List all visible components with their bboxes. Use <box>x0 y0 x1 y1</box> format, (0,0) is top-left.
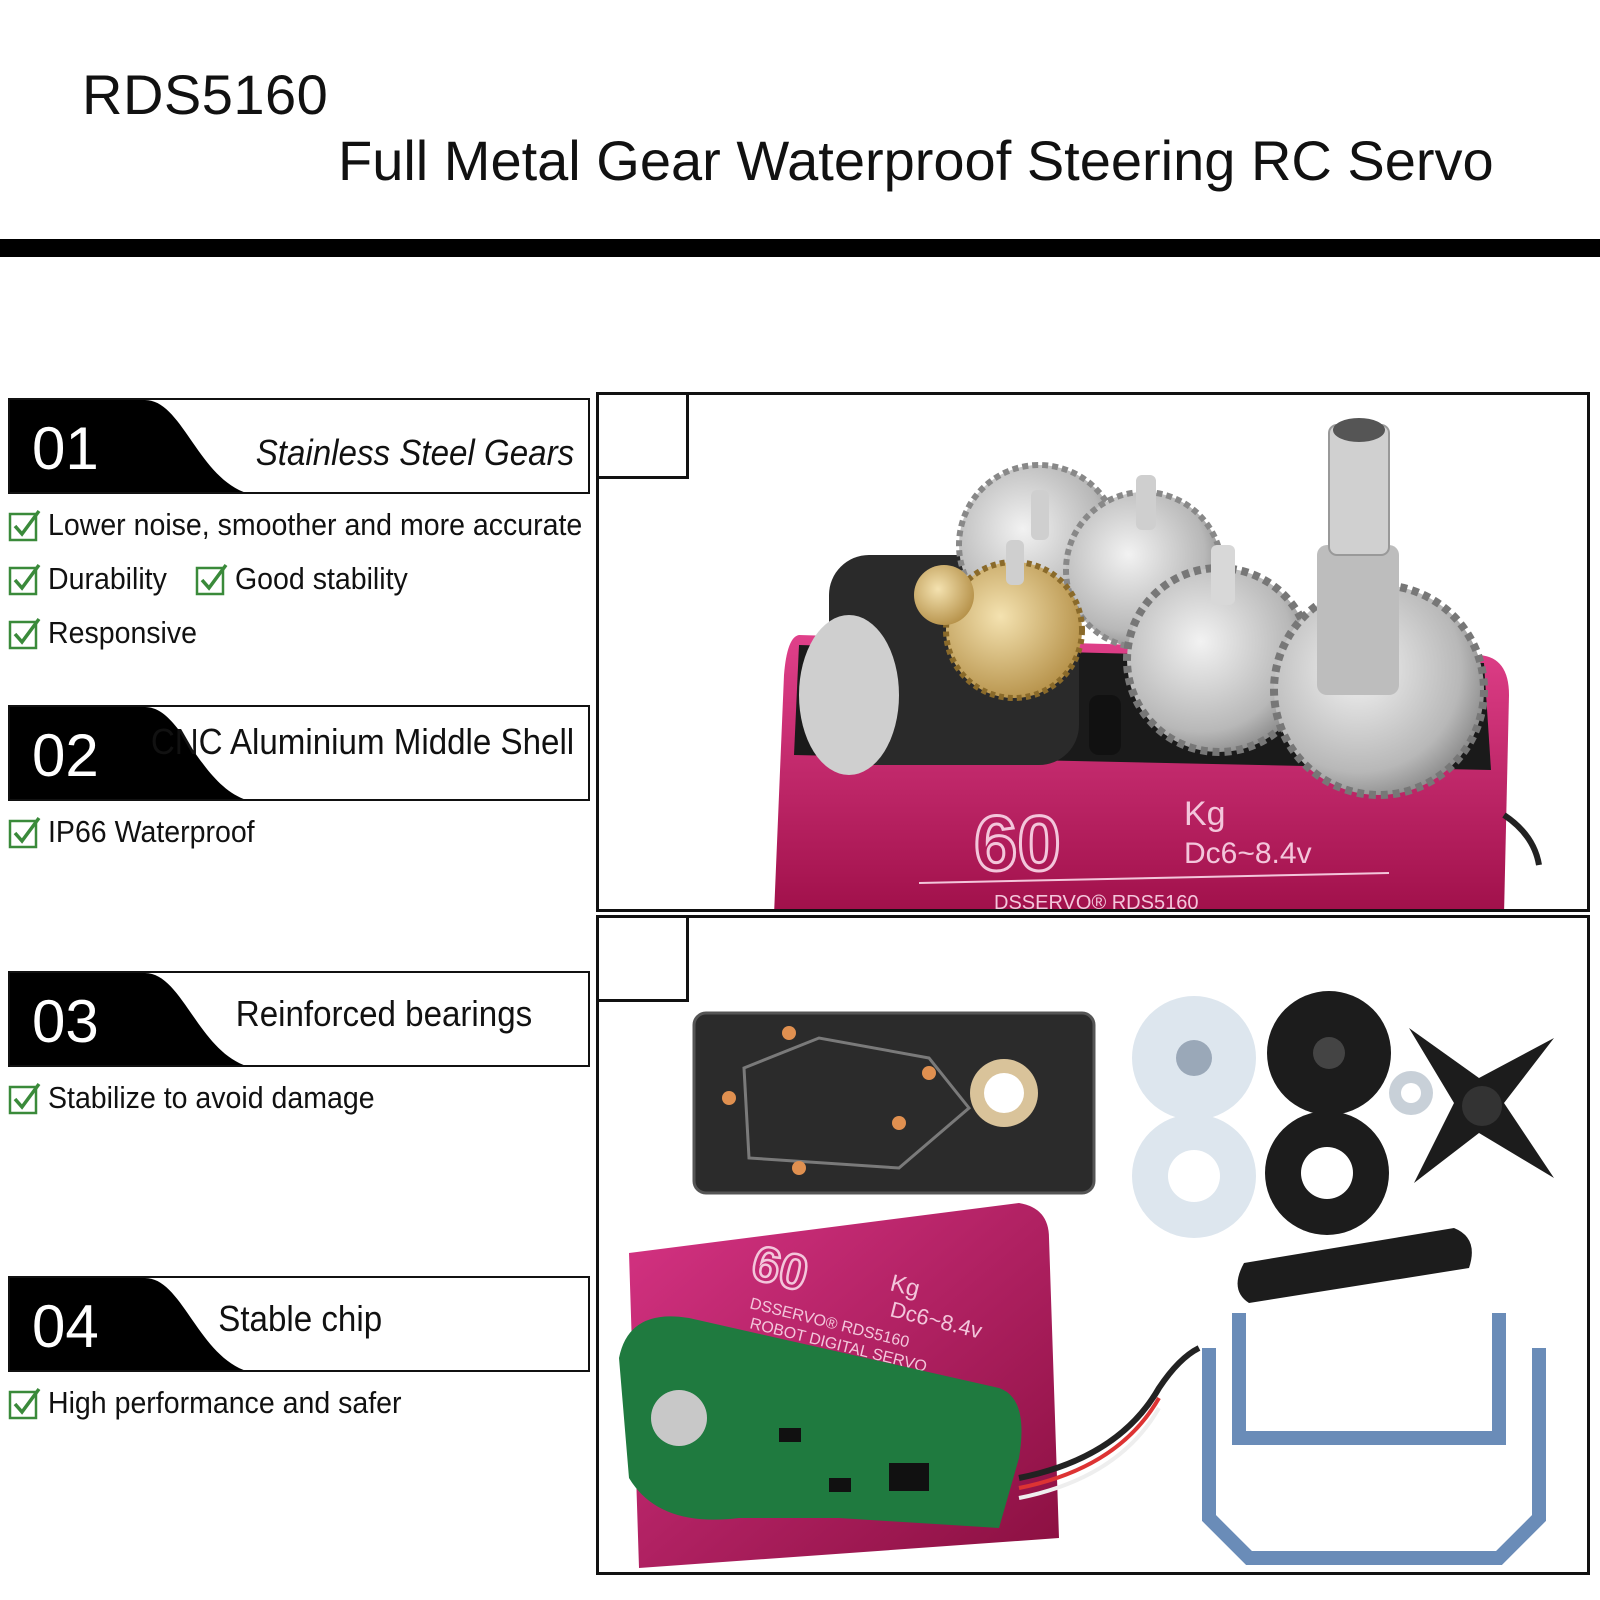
feature-04: 04 Stable chip High performance and safe… <box>8 1276 590 1430</box>
checkbox-check-icon <box>8 563 41 596</box>
accessories-photo: 60 Kg Dc6~8.4v DSSERVO® RDS5160 ROBOT DI… <box>596 915 1590 1575</box>
servo-gears-illustration: 60 Kg Dc6~8.4v DSSERVO® RDS5160 <box>774 418 1542 912</box>
feature-check-item: Durability <box>8 561 177 597</box>
checkbox-check-icon <box>195 563 228 596</box>
check-label: Stabilize to avoid damage <box>48 1080 375 1115</box>
check-label: Responsive <box>48 615 198 650</box>
feature-check-item: Lower noise, smoother and more accurate <box>8 507 629 543</box>
feature-number: 04 <box>32 1293 99 1360</box>
feature-02: 02 CNC Aluminium Middle Shell IP66 Water… <box>8 705 590 859</box>
product-model: RDS5160 <box>82 63 329 126</box>
voltage-engraving: Dc6~8.4v <box>1184 837 1312 870</box>
check-label: High performance and safer <box>48 1385 402 1420</box>
feature-title: CNC Aluminium Middle Shell <box>150 721 574 762</box>
feature-number-wedge <box>10 1278 245 1370</box>
feature-number: 01 <box>32 415 99 482</box>
check-label: Lower noise, smoother and more accurate <box>48 507 583 542</box>
feature-number-wedge <box>10 400 245 492</box>
feature-title: Reinforced bearings <box>235 993 532 1034</box>
feature-tag: 04 Stable chip <box>8 1276 590 1372</box>
feature-check-item: Good stability <box>195 561 423 597</box>
check-label: IP66 Waterproof <box>48 814 255 849</box>
feature-check-item: High performance and safer <box>8 1385 432 1421</box>
checkbox-check-icon <box>8 617 41 650</box>
feature-check-item: IP66 Waterproof <box>8 814 273 850</box>
product-subtitle: Full Metal Gear Waterproof Steering RC S… <box>338 129 1494 192</box>
servo-accessories-illustration: 60 Kg Dc6~8.4v DSSERVO® RDS5160 ROBOT DI… <box>619 991 1554 1568</box>
check-label: Good stability <box>235 561 409 596</box>
feature-number-wedge <box>10 707 245 799</box>
feature-tag: 01 Stainless Steel Gears <box>8 398 590 494</box>
feature-tag: 03 Reinforced bearings <box>8 971 590 1067</box>
photo-corner-frame <box>599 918 689 1002</box>
check-label: Durability <box>48 561 167 596</box>
feature-title: Stainless Steel Gears <box>255 432 574 473</box>
feature-tag: 02 CNC Aluminium Middle Shell <box>8 705 590 801</box>
checkbox-check-icon <box>8 816 41 849</box>
feature-number-wedge <box>10 973 245 1065</box>
brand-engraving: DSSERVO® RDS5160 <box>994 892 1198 912</box>
feature-check-item: Stabilize to avoid damage <box>8 1080 403 1116</box>
feature-check-item: Responsive <box>8 615 210 651</box>
unit-engraving: Kg <box>1184 795 1226 833</box>
gear-train-photo: 60 Kg Dc6~8.4v DSSERVO® RDS5160 <box>596 392 1590 912</box>
photo-corner-frame <box>599 395 689 479</box>
feature-title: Stable chip <box>218 1298 382 1339</box>
feature-01: 01 Stainless Steel Gears Lower noise, sm… <box>8 398 590 660</box>
feature-number: 02 <box>32 722 99 789</box>
checkbox-check-icon <box>8 509 41 542</box>
header-divider <box>0 239 1600 257</box>
feature-03: 03 Reinforced bearings Stabilize to avoi… <box>8 971 590 1125</box>
checkbox-check-icon <box>8 1082 41 1115</box>
torque-engraving: 60 <box>974 799 1061 887</box>
feature-number: 03 <box>32 988 99 1055</box>
checkbox-check-icon <box>8 1387 41 1420</box>
